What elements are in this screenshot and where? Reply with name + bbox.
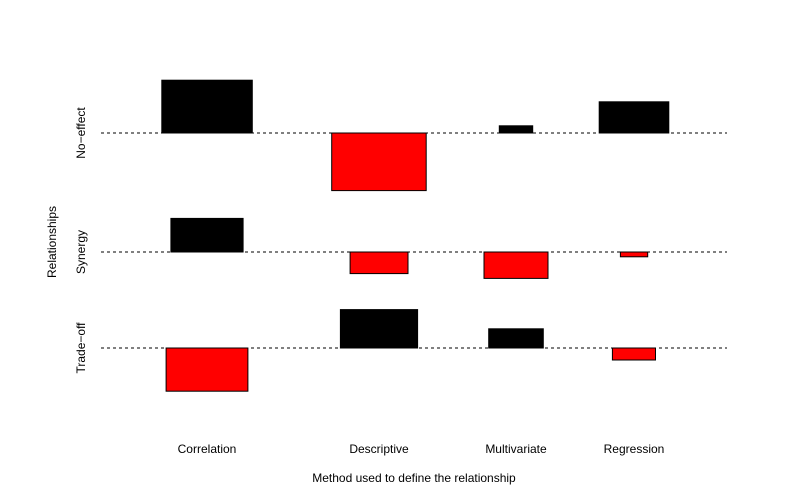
bar-no-effect-multivariate [498,125,534,134]
bar-no-effect-regression [598,101,670,134]
bar-trade-off-regression [611,347,657,361]
y-axis-label: Relationships [45,206,59,278]
column-label-descriptive: Descriptive [349,442,409,456]
column-label-regression: Regression [604,442,665,456]
row-label-no-effect: No−effect [74,107,88,159]
bar-trade-off-descriptive [339,309,419,349]
column-label-multivariate: Multivariate [485,442,547,456]
column-label-correlation: Correlation [178,442,237,456]
bar-trade-off-multivariate [488,328,544,349]
baselines-layer [101,132,727,349]
bar-synergy-multivariate [483,251,549,279]
bar-synergy-correlation [170,217,244,253]
row-label-trade-off: Trade−off [74,322,88,374]
column-labels: Correlation Descriptive Multivariate Regres… [178,442,665,456]
bar-trade-off-correlation [165,347,249,392]
bar-no-effect-descriptive [331,132,427,192]
bar-synergy-regression [619,251,649,258]
x-axis-label: Method used to define the relationship [312,471,516,485]
bar-synergy-descriptive [349,251,409,275]
row-label-synergy: Synergy [74,230,88,274]
bars-layer [161,79,670,392]
bar-no-effect-correlation [161,79,253,134]
